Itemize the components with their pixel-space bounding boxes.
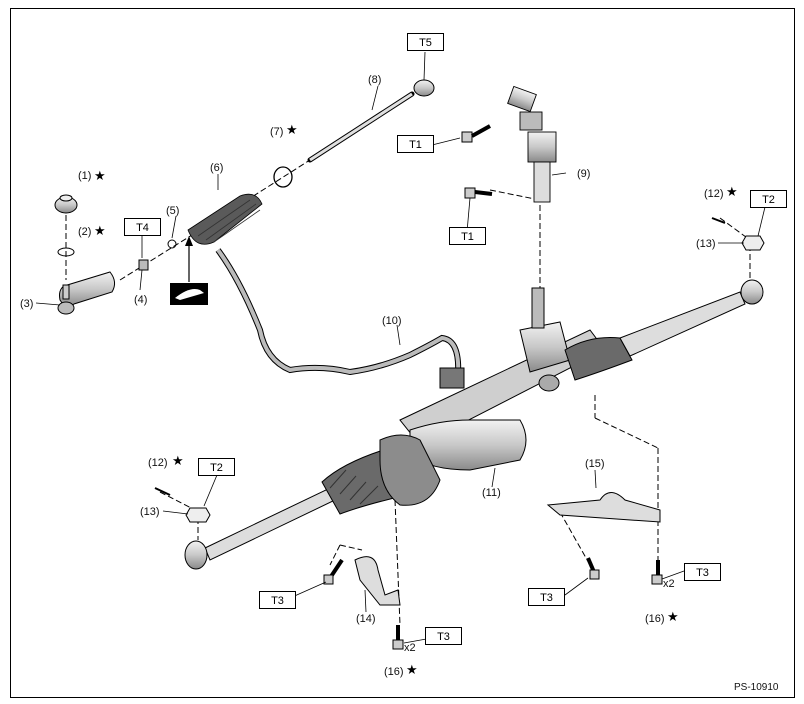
part-label-16-center: (16) xyxy=(384,666,404,678)
part-label-13-left: (13) xyxy=(140,506,160,518)
bellows-boot-upper xyxy=(187,193,263,245)
quantity-label: x2 xyxy=(404,642,416,654)
part-label-3: (3) xyxy=(20,298,34,310)
bolt-t3 xyxy=(323,557,663,650)
inner-tie-rod xyxy=(307,79,435,163)
torque-box-t4: T4 xyxy=(124,218,161,236)
bracket-14 xyxy=(354,556,401,606)
part-label-4: (4) xyxy=(134,294,148,306)
assembly-lines xyxy=(65,159,751,626)
torque-box-t3-bracket15: T3 xyxy=(528,588,565,606)
part-label-11: (11) xyxy=(482,487,501,499)
part-label-6: (6) xyxy=(210,162,224,174)
star-icon: ★ xyxy=(286,122,298,137)
part-label-15: (15) xyxy=(585,458,605,470)
steering-rack-assembly xyxy=(204,287,746,561)
star-icon: ★ xyxy=(726,184,738,199)
diagram-code: PS-10910 xyxy=(734,682,779,693)
torque-box-t2-right: T2 xyxy=(750,190,787,208)
star-icon: ★ xyxy=(94,223,106,238)
part-label-14: (14) xyxy=(356,613,376,625)
part-label-1: (1) xyxy=(78,170,92,182)
part-label-5: (5) xyxy=(166,205,180,217)
star-icon: ★ xyxy=(172,453,184,468)
torque-box-t3-right: T3 xyxy=(684,563,721,581)
bolt-t1 xyxy=(461,124,493,199)
part-label-8: (8) xyxy=(368,74,382,86)
part-label-12-left: (12) xyxy=(148,457,168,469)
part-label-9: (9) xyxy=(577,168,591,180)
part-label-13-right: (13) xyxy=(696,238,716,250)
torque-box-t1-upper: T1 xyxy=(397,135,434,153)
part-label-16-right: (16) xyxy=(645,613,665,625)
diagram-frame xyxy=(10,8,795,698)
part-label-2: (2) xyxy=(78,226,92,238)
bracket-15 xyxy=(546,492,661,523)
torque-box-t5: T5 xyxy=(407,33,444,51)
intermediate-shaft xyxy=(507,85,557,203)
part-label-10: (10) xyxy=(382,315,402,327)
star-icon: ★ xyxy=(406,662,418,677)
torque-box-t1-lower: T1 xyxy=(449,227,486,245)
star-icon: ★ xyxy=(94,168,106,183)
part-label-12-right: (12) xyxy=(704,188,724,200)
tie-rod-end-left xyxy=(57,271,116,315)
quantity-label: x2 xyxy=(663,578,675,590)
torque-box-t3-bracket14: T3 xyxy=(259,591,296,609)
star-icon: ★ xyxy=(667,609,679,624)
torque-box-t2-left: T2 xyxy=(198,458,235,476)
torque-box-t3-center: T3 xyxy=(425,627,462,645)
part-label-7: (7) xyxy=(270,126,284,138)
